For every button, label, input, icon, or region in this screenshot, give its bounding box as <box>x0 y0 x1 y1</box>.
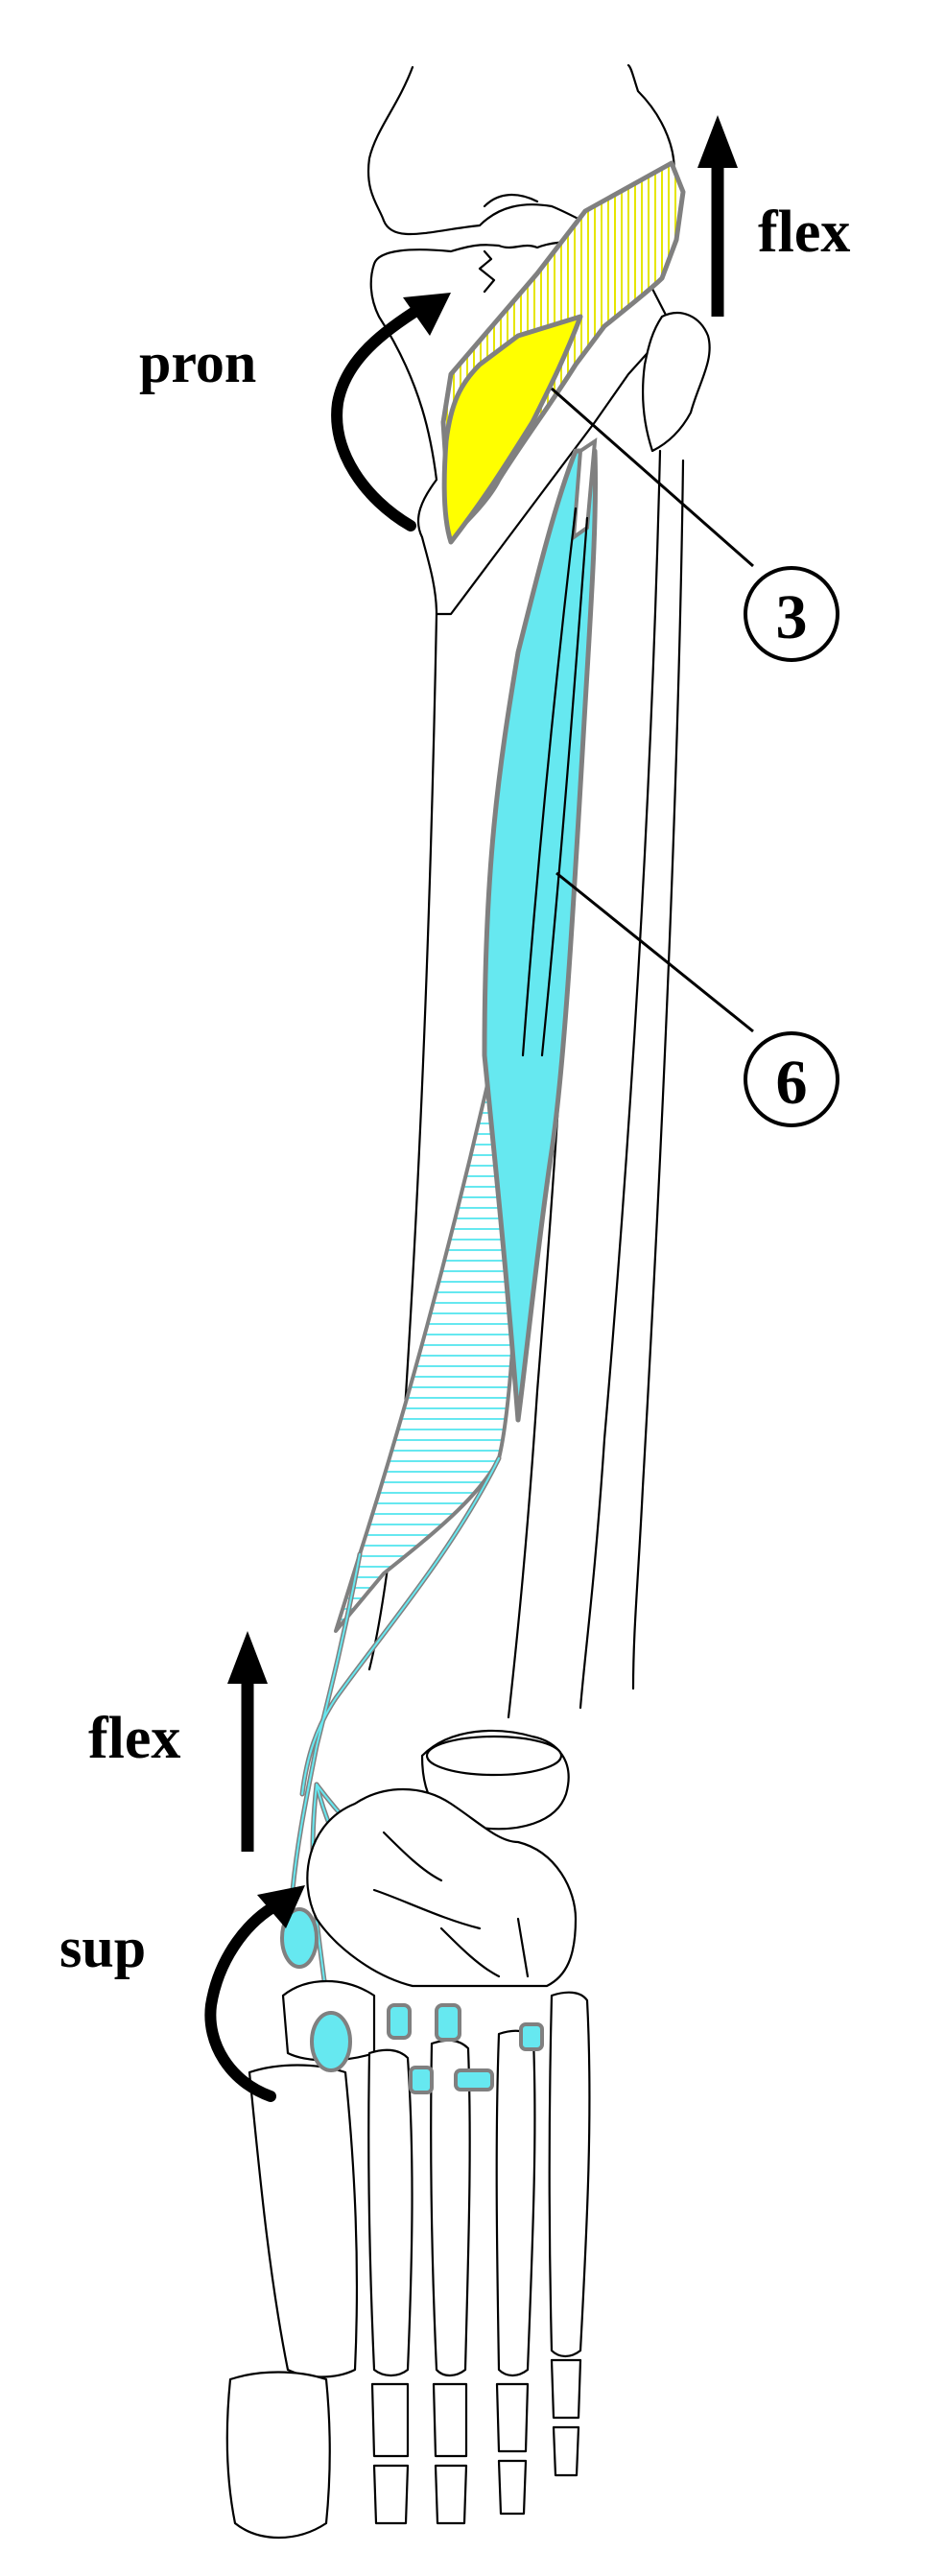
muscle-6 <box>334 437 599 1633</box>
sup-rotation-arrow <box>204 1885 305 2102</box>
sup-label: sup <box>59 1916 146 1979</box>
fibula-head <box>641 312 711 453</box>
marker-3: 3 <box>551 387 839 662</box>
marker-6: 6 <box>555 871 839 1127</box>
fibula-shaft <box>579 449 685 1710</box>
flex-bottom-label: flex <box>88 1706 180 1771</box>
svg-text:3: 3 <box>776 582 808 652</box>
pron-label: pron <box>139 331 256 394</box>
femur-condyles <box>366 63 675 236</box>
flex-top-arrow <box>697 115 738 317</box>
phalanges <box>225 2358 582 2539</box>
svg-text:6: 6 <box>776 1048 808 1118</box>
talus <box>420 1729 570 1831</box>
metatarsals <box>248 1991 591 2378</box>
flex-top-label: flex <box>758 200 850 265</box>
tendon-insertions <box>280 1907 544 2094</box>
flex-bottom-arrow <box>227 1631 268 1852</box>
muscle-3 <box>440 160 686 545</box>
pron-rotation-arrow <box>331 293 451 532</box>
